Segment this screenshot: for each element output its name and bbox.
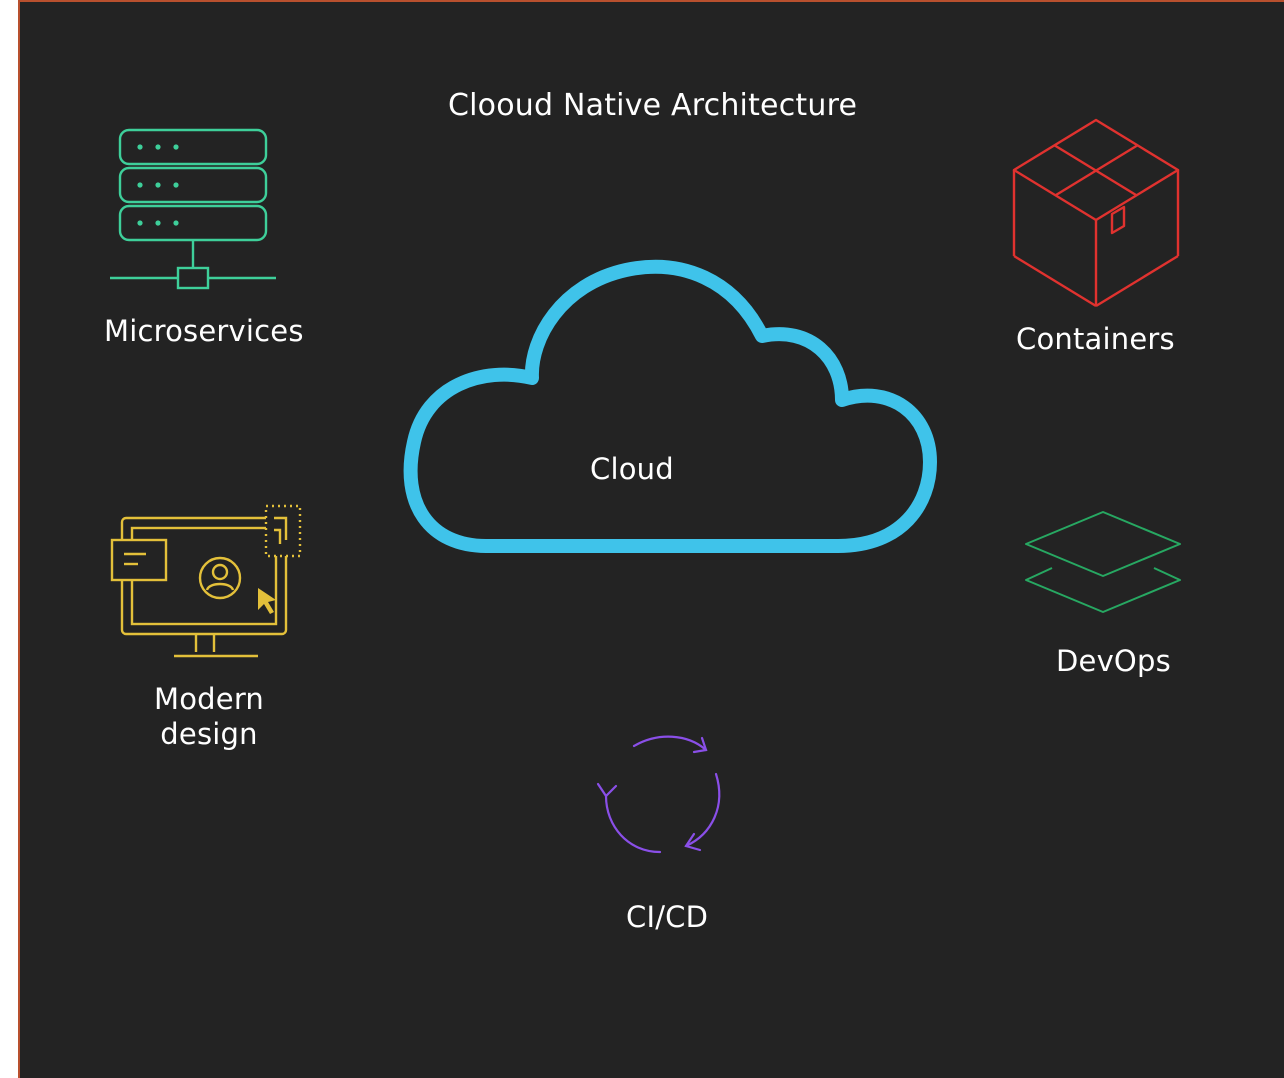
server-rack-icon <box>110 128 276 290</box>
layers-icon <box>1025 511 1181 613</box>
monitor-design-icon <box>110 504 302 658</box>
cycle-arrows-icon <box>596 735 721 854</box>
node-label-modern-line2: design <box>160 716 258 751</box>
diagram-title: Clooud Native Architecture <box>448 88 858 123</box>
node-label-containers: Containers <box>1016 322 1175 356</box>
node-label-modern-line1: Modern <box>154 682 265 716</box>
center-label-cloud: Cloud <box>590 452 674 486</box>
node-label-microservices: Microservices <box>104 314 304 348</box>
node-label-devops: DevOps <box>1056 644 1171 678</box>
node-label-cicd: CI/CD <box>626 900 709 934</box>
node-label-modern-design: Modern design <box>154 682 264 752</box>
diagram-canvas: Clooud Native Architecture Microservices <box>18 0 1284 1078</box>
box-icon <box>1012 118 1180 308</box>
cloud-icon <box>403 259 937 553</box>
